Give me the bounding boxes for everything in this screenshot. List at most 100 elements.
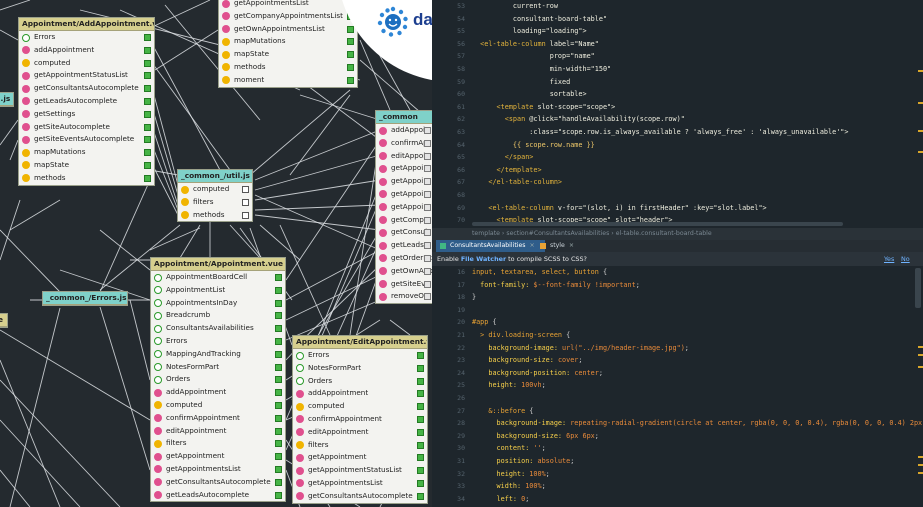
node-member[interactable]: methods [178,209,252,222]
node-member[interactable]: getSiteAutocomplete [19,121,154,134]
connector-port-icon[interactable] [417,364,424,372]
connector-port-icon[interactable] [144,149,151,157]
code-line[interactable]: prop="name" [472,50,913,63]
connector-port-icon[interactable] [242,198,249,206]
connector-port-icon[interactable] [424,280,431,288]
node-member[interactable]: getConsult [376,226,432,239]
node-member[interactable]: getLeadsAutocomplete [19,95,154,108]
code-line[interactable]: input, textarea, select, button { [472,266,913,279]
node-member[interactable]: addAppointment [151,386,285,399]
node-member[interactable]: mapState [19,159,154,172]
node-member[interactable]: addAppointment [293,387,427,400]
node-member[interactable]: filters [293,439,427,452]
node-common-errors[interactable]: _common_/Errors.js [42,291,128,306]
code-line[interactable]: consultant-board-table" [472,13,913,26]
code-line[interactable] [472,189,913,202]
connector-port-icon[interactable] [424,127,431,134]
node-member[interactable]: editAppointment [293,426,427,439]
node-member[interactable]: getCompa [376,214,432,227]
code-line[interactable]: font-family: $--font-family !important; [472,279,913,292]
node-member[interactable]: methods [219,61,357,74]
code-line[interactable]: </span> [472,151,913,164]
close-icon[interactable]: × [568,242,575,249]
node-member[interactable]: MappingAndTracking [151,348,285,361]
node-member[interactable]: NotesFormPart [151,361,285,374]
close-icon[interactable]: × [529,242,535,249]
node-member[interactable]: removeOr [376,290,432,303]
code-line[interactable]: sortable> [472,88,913,101]
node-member[interactable]: AppointmentList [151,284,285,297]
node-member[interactable]: getConsultantsAutocomplete [151,476,285,489]
connector-port-icon[interactable] [144,97,151,105]
template-code-pane[interactable]: 53545556575859606162636465666768697071 c… [432,0,923,228]
connector-port-icon[interactable] [424,152,431,160]
node-member[interactable]: mapMutations [219,35,357,48]
connector-port-icon[interactable] [275,363,282,371]
node-member[interactable]: getOrderEx [376,252,432,265]
code-line[interactable]: background-size: 6px 6px; [472,430,913,443]
code-line[interactable]: </template> [472,164,913,177]
code-line[interactable]: left: 0; [472,493,913,506]
node-member[interactable]: getAppointmentsList [151,463,285,476]
node-member[interactable]: getAppointmentsList [293,477,427,490]
node-member[interactable]: getSiteEventsAutocomplete [19,133,154,146]
code-line[interactable]: current-row [472,0,913,13]
node-member[interactable]: editAppointment [151,425,285,438]
code-line[interactable]: fixed [472,76,913,89]
code-line[interactable]: <el-table-column v-for="(slot, i) in fir… [472,202,913,215]
connector-port-icon[interactable] [417,479,424,487]
connector-port-icon[interactable] [275,440,282,448]
connector-port-icon[interactable] [275,401,282,409]
node-member[interactable]: getOwnAppointmentsList [219,23,357,36]
node-member[interactable]: Errors [151,335,285,348]
node-member[interactable]: getAppoi [376,188,432,201]
node-member[interactable]: computed [293,400,427,413]
connector-port-icon[interactable] [424,178,431,186]
node-member[interactable]: getSiteEv [376,278,432,291]
node-member[interactable]: getConsultantsAutocomplete [19,82,154,95]
node-member[interactable]: Errors [19,31,154,44]
connector-port-icon[interactable] [275,491,282,499]
connector-port-icon[interactable] [417,428,424,436]
breadcrumb-item[interactable]: el-table.consultant-board-table [615,230,712,237]
node-member[interactable]: AppointmentsInDay [151,297,285,310]
code-line[interactable]: background-size: cover; [472,354,913,367]
connector-port-icon[interactable] [347,38,354,46]
connector-port-icon[interactable] [275,312,282,320]
node-member[interactable]: methods [19,172,154,185]
connector-port-icon[interactable] [424,267,431,275]
node-member[interactable]: getAppointmentsList [219,0,357,10]
node-member[interactable]: NotesFormPart [293,362,427,375]
breadcrumb-item[interactable]: section#ConsultantsAvailabilities [506,230,610,237]
code-line[interactable]: content: ''; [472,442,913,455]
node-member[interactable]: getAppoi [376,201,432,214]
connector-port-icon[interactable] [275,350,282,358]
code-line[interactable]: <template slot-scope="scope" slot="heade… [472,214,913,227]
connector-port-icon[interactable] [424,216,431,224]
connector-port-icon[interactable] [275,325,282,333]
node-member[interactable]: getAppoi [376,175,432,188]
connector-port-icon[interactable] [417,492,424,500]
connector-port-icon[interactable] [424,293,431,301]
code-line[interactable]: } [472,291,913,304]
horizontal-scrollbar[interactable] [472,222,843,226]
connector-port-icon[interactable] [275,299,282,307]
connector-port-icon[interactable] [424,165,431,173]
node-member[interactable]: getAppointment [151,450,285,463]
node-member[interactable]: getAppointmentStatusList [19,69,154,82]
vertical-scrollbar[interactable] [915,268,921,308]
code-line[interactable]: position: absolute; [472,455,913,468]
tab-consultantsavailabilities[interactable]: ConsultantsAvailabilities× [436,240,545,252]
code-lines[interactable]: input, textarea, select, button { font-f… [472,266,923,506]
code-line[interactable]: height: 100vh; [472,379,913,392]
node-member[interactable]: getAppointment [293,451,427,464]
code-line[interactable]: min-width="150" [472,63,913,76]
node-member[interactable]: getAppoi [376,162,432,175]
code-line[interactable]: > div.loading-screen { [472,329,913,342]
connector-port-icon[interactable] [275,274,282,281]
node-member[interactable]: getLeadsAutocomplete [151,489,285,502]
